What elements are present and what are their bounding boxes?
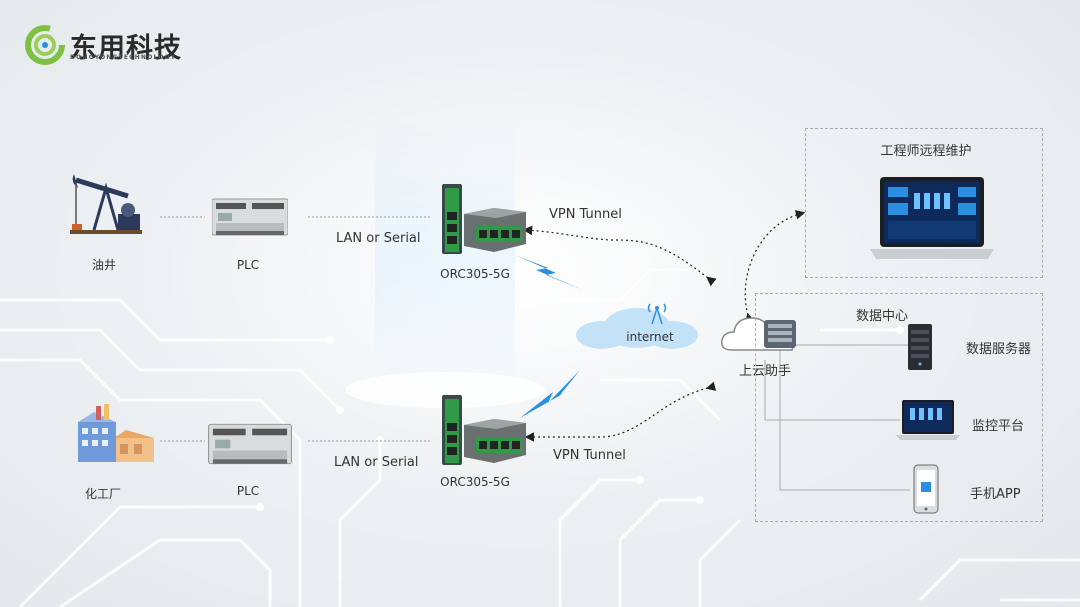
cloud-assistant-icon [720,317,796,351]
data-center-panel [755,293,1043,522]
plc-label: PLC [236,258,260,272]
router-device-icon [442,184,526,254]
server-icon [908,324,932,370]
monitor-platform-label: 监控平台 [972,419,1025,434]
cloud-assistant-label: 上云助手 [738,364,792,379]
plc-device-icon [212,198,288,236]
site-name-oil-well: 油井 [91,258,117,272]
link-label: LAN or Serial [336,231,421,246]
router-label: ORC305-5G [440,267,510,281]
vpn-tunnel-label: VPN Tunnel [549,207,622,222]
plc-device-icon [208,423,292,465]
logo-subtitle: DONGYONGTECHNOLOGY [70,54,177,61]
router-device-icon [442,395,526,465]
vpn-tunnel-label: VPN Tunnel [553,448,626,463]
engineer-title: 工程师远程维护 [880,144,972,159]
internet-cloud-icon [576,303,698,349]
site-name-chemical-plant: 化工厂 [84,487,122,501]
engineer-maintenance-panel [805,128,1043,278]
mobile-app-label: 手机APP [970,487,1021,502]
link-label: LAN or Serial [334,455,419,470]
logo-title: 东用科技 [70,33,182,64]
router-label: ORC305-5G [440,475,510,489]
data-center-title: 数据中心 [856,309,909,324]
laptop-icon [896,400,960,440]
chemical-plant-icon [78,404,154,462]
internet-label: internet [626,330,674,344]
laptop-icon [870,177,994,259]
phone-icon [913,464,939,514]
oil-well-icon [70,174,142,234]
plc-label: PLC [236,484,260,498]
logo-mark-icon [25,25,65,65]
data-server-label: 数据服务器 [966,342,1032,357]
